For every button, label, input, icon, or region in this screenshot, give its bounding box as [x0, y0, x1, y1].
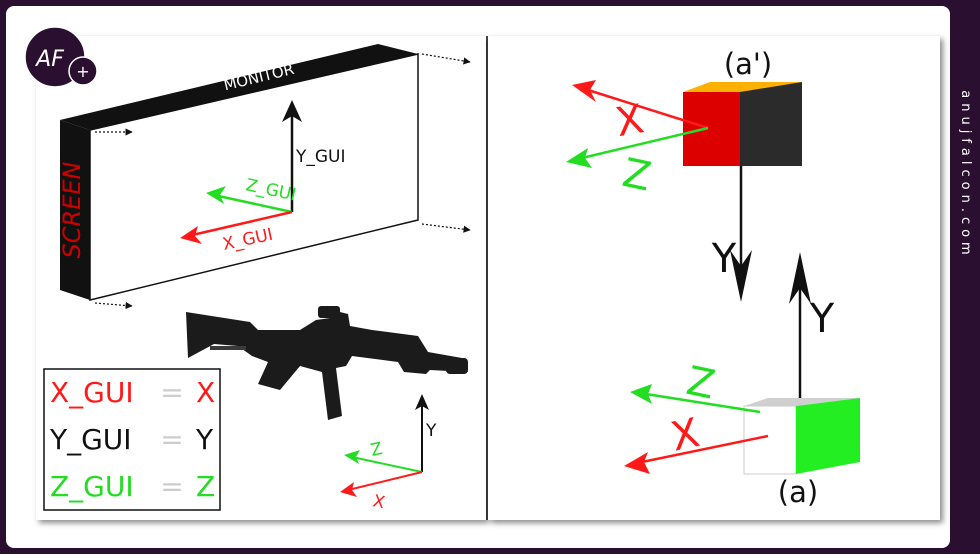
cube-top-front-face [683, 92, 740, 166]
cube-bottom-side-face [796, 398, 860, 474]
legend-z-left: Z_GUI [50, 470, 134, 503]
legend-row-z: Z_GUI = Z [50, 470, 215, 503]
legend-x-left: X_GUI [50, 376, 134, 409]
legend-y-right: Y [195, 423, 214, 456]
gui-z-arrowhead [206, 186, 226, 204]
cube-bottom-label: (a) [778, 475, 818, 509]
legend-y-eq: = [160, 423, 183, 456]
legend-y-left: Y_GUI [49, 423, 132, 456]
legend-x-eq: = [160, 376, 183, 409]
legend-z-right: Z [196, 470, 215, 503]
logo-letters: AF [34, 47, 64, 72]
cube-top-label: (a') [724, 47, 772, 81]
gui-y-arrowhead [282, 100, 302, 122]
watermark-text: anujfalcon.com [958, 90, 973, 259]
monitor-side-edge [60, 120, 90, 300]
rifle-image [186, 306, 468, 420]
logo-plus: + [76, 62, 89, 81]
rifle-y-label: Y [425, 421, 437, 441]
cube-bottom-top-face [744, 398, 860, 406]
cube-bottom-y-label: Y [809, 296, 835, 342]
watermark-strip [950, 6, 974, 548]
legend-x-right: X [196, 376, 215, 409]
legend-row-y: Y_GUI = Y [49, 423, 214, 456]
monitor-screen-face [89, 53, 419, 301]
cube-top-y-label: Y [711, 236, 737, 282]
rifle-x-label: X [371, 491, 387, 513]
legend-box: X_GUI = X Y_GUI = Y Z_GUI = Z [43, 368, 221, 511]
rifle-axes: Y Z X [340, 394, 437, 513]
cube-top: (a') X Z Y [566, 47, 802, 302]
cube-bottom-y-arrowhead [789, 252, 811, 304]
cube-top-side-face [740, 82, 802, 166]
rifle-z-label: Z [369, 439, 385, 461]
gui-y-label: Y_GUI [295, 147, 346, 167]
cube-top-y-arrowhead [730, 250, 752, 302]
gui-x-arrowhead [180, 226, 202, 244]
monitor-side-label: SCREEN [58, 161, 86, 258]
logo: AF + [24, 26, 98, 88]
legend-z-eq: = [160, 470, 183, 503]
legend-row-x: X_GUI = X [50, 376, 215, 409]
monitor-top-edge [60, 44, 418, 130]
